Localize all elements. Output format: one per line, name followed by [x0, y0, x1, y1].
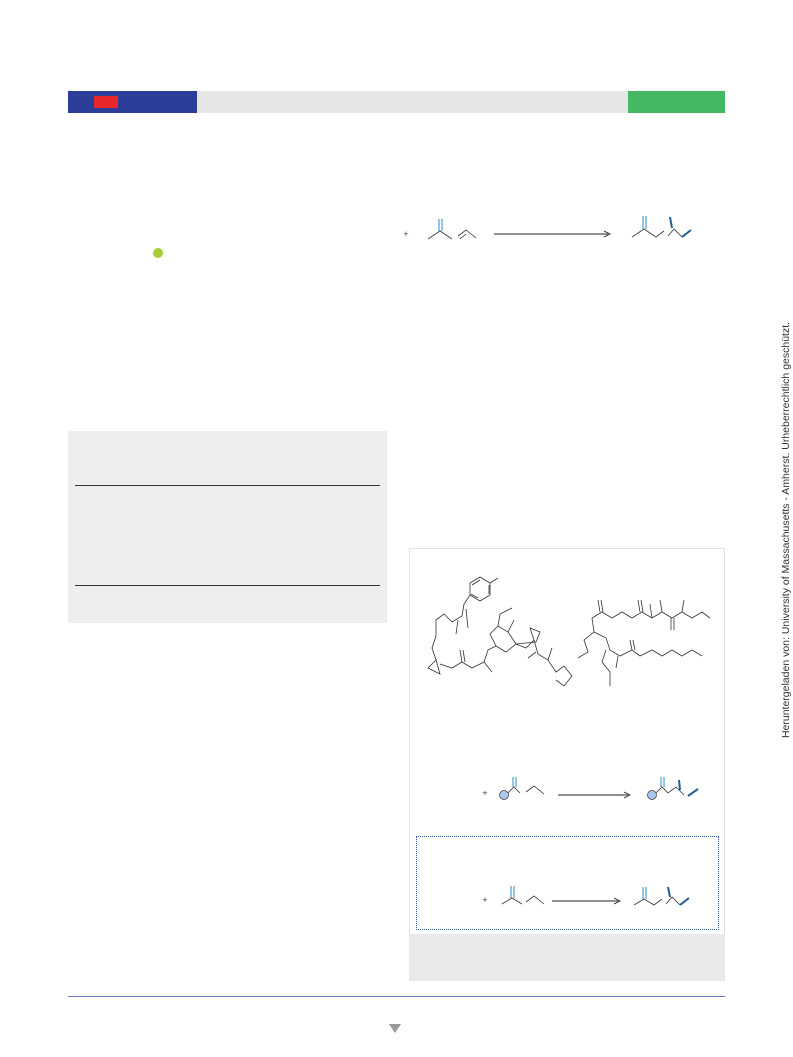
orcid-icon[interactable] — [153, 248, 163, 258]
figure-dotted-frame — [416, 836, 719, 930]
journal-header-bar — [197, 91, 628, 113]
product-sphere — [647, 790, 657, 800]
product-new-bonds — [669, 216, 692, 238]
journal-header-right[interactable] — [628, 91, 725, 113]
product-carbonyl — [642, 216, 647, 229]
plus-sign-dotted: + — [482, 896, 488, 904]
substrate-sphere — [499, 790, 509, 800]
reaction-scheme-dotted: + — [482, 886, 690, 906]
aromatic-ring — [469, 576, 491, 602]
reaction-arrowhead — [603, 230, 612, 238]
table-rule-top — [75, 485, 380, 486]
journal-badge — [94, 96, 118, 108]
download-watermark: Heruntergeladen von: University of Massa… — [780, 321, 792, 739]
structure-left — [427, 576, 573, 687]
plus-sign: + — [403, 230, 409, 238]
pyrrolidine — [483, 625, 517, 663]
reaction-scheme-figure: + — [482, 777, 699, 800]
reactant-carbonyl — [438, 219, 443, 231]
plus-sign-figure: + — [482, 789, 488, 797]
cyclopropane-mid — [515, 627, 541, 649]
footer-rule — [68, 996, 725, 997]
structure-right — [577, 599, 711, 686]
reactant-alkene — [457, 229, 477, 240]
figure-box — [409, 548, 725, 981]
product-bonds — [631, 228, 665, 238]
figure-caption-box — [409, 934, 725, 981]
table-box — [68, 431, 387, 623]
table-rule-bottom — [75, 585, 380, 586]
reaction-scheme-top: + — [403, 216, 692, 240]
reactant-bonds — [427, 230, 453, 240]
cyclopropane-left — [427, 659, 441, 675]
triangle-down-icon[interactable] — [389, 1024, 401, 1033]
product-chain — [667, 228, 683, 238]
